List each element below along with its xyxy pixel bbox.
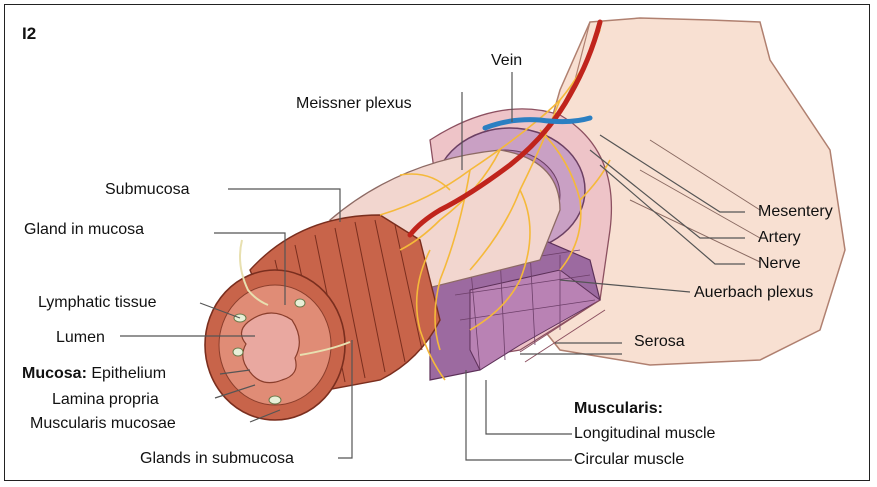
label-submucosa: Submucosa: [105, 181, 190, 199]
label-nerve: Nerve: [758, 255, 801, 273]
label-muscularis-mucosae: Muscularis mucosae: [30, 415, 176, 433]
label-vein: Vein: [491, 52, 522, 70]
label-auerbach-plexus: Auerbach plexus: [694, 284, 813, 302]
figure-tag: I2: [22, 24, 36, 44]
label-mesentery: Mesentery: [758, 203, 833, 221]
label-lamina-propria: Lamina propria: [52, 391, 159, 409]
label-circular-muscle: Circular muscle: [574, 451, 684, 469]
label-longitudinal-muscle: Longitudinal muscle: [574, 425, 715, 443]
lymphatic-nodule-4: [269, 396, 281, 404]
label-mucosa-heading: Mucosa:: [22, 365, 87, 382]
label-mucosa-epithelium: Mucosa: Epithelium: [22, 365, 166, 383]
label-serosa: Serosa: [634, 333, 685, 351]
lymphatic-nodule-2: [233, 348, 243, 356]
lumen-shape: [241, 313, 299, 383]
label-lumen: Lumen: [56, 329, 105, 347]
label-epithelium: Epithelium: [91, 365, 166, 382]
label-muscularis-heading: Muscularis:: [574, 400, 663, 418]
label-lymphatic-tissue: Lymphatic tissue: [38, 294, 157, 312]
label-meissner-plexus: Meissner plexus: [296, 95, 412, 113]
label-artery: Artery: [758, 229, 801, 247]
lymphatic-nodule-3: [295, 299, 305, 307]
label-gland-in-mucosa: Gland in mucosa: [24, 221, 144, 239]
label-glands-in-submucosa: Glands in submucosa: [140, 450, 294, 468]
